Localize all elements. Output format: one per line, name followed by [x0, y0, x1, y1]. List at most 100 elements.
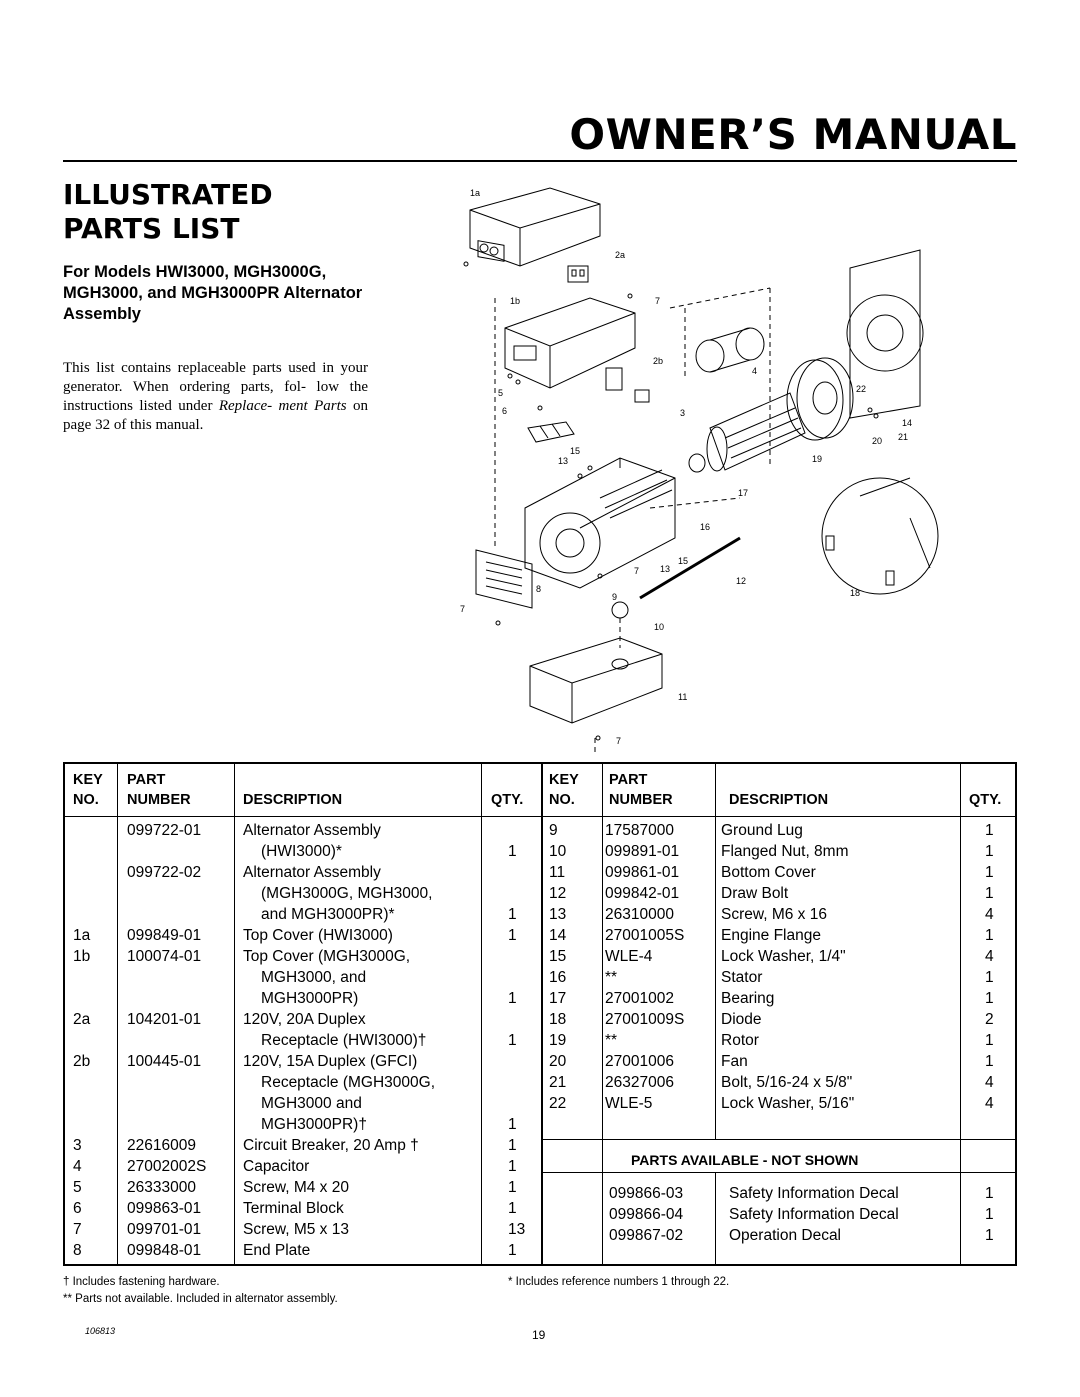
callout-17: 17 — [738, 488, 748, 498]
part-number: 27001006 — [605, 1053, 674, 1070]
part-description: Diode — [721, 1011, 762, 1028]
engine-flange-drawing — [846, 249, 924, 419]
section-title-line1: ILLUSTRATED — [63, 178, 273, 211]
part-description: Capacitor — [243, 1158, 310, 1175]
not-shown-title: PARTS AVAILABLE - NOT SHOWN — [631, 1152, 859, 1168]
key-number: 20 — [549, 1053, 567, 1070]
diode-detail-drawing — [821, 477, 939, 595]
key-number: 10 — [549, 843, 567, 860]
callout-7-top: 7 — [655, 296, 660, 306]
part-qty: 1 — [508, 927, 517, 944]
callout-19: 19 — [812, 454, 822, 464]
intro-text-emphasis: Replace- ment Parts — [218, 398, 347, 414]
part-description: Lock Washer, 1/4" — [721, 948, 846, 965]
part-qty: 1 — [508, 906, 517, 923]
callout-20: 20 — [872, 436, 882, 446]
assembly-lines — [494, 287, 771, 753]
part-qty: 1 — [508, 990, 517, 1007]
part-qty: 1 — [508, 1179, 517, 1196]
footnote-double-star: ** Parts not available. Included in alte… — [63, 1293, 338, 1305]
receptacle-2b-drawing — [605, 367, 650, 403]
key-number: 2b — [73, 1053, 91, 1070]
key-number: 22 — [549, 1095, 567, 1112]
part-description: 120V, 20A Duplex — [243, 1011, 366, 1028]
document-number: 106813 — [85, 1326, 116, 1336]
exploded-parts-diagram: 1a 2a 1b 7 2b 4 5 6 3 22 14 20 21 15 13 … — [440, 178, 960, 758]
footnote-dagger: † Includes fastening hardware. — [63, 1276, 220, 1288]
divider — [234, 764, 235, 1264]
fan-drawing — [786, 357, 854, 441]
bottom-cover-drawing — [529, 637, 663, 724]
key-number: 8 — [73, 1242, 82, 1259]
part-description: Screw, M4 x 20 — [243, 1179, 349, 1196]
part-qty: 4 — [985, 1095, 994, 1112]
part-description: Terminal Block — [243, 1200, 344, 1217]
part-number: 099866-03 — [609, 1185, 684, 1202]
part-description: Alternator Assembly — [243, 822, 381, 839]
part-description: Rotor — [721, 1032, 759, 1049]
key-number: 15 — [549, 948, 567, 965]
part-qty: 1 — [508, 1032, 517, 1049]
callout-7-mid: 7 — [634, 566, 639, 576]
divider-center — [541, 764, 543, 1264]
part-description: Screw, M6 x 16 — [721, 906, 827, 923]
callout-15-top: 15 — [570, 446, 580, 456]
part-number: 17587000 — [605, 822, 674, 839]
part-description: and MGH3000PR)* — [261, 906, 395, 923]
part-description: Ground Lug — [721, 822, 803, 839]
top-cover-1b-drawing — [504, 297, 636, 389]
part-description: Bearing — [721, 990, 775, 1007]
section-title-line2: PARTS LIST — [63, 212, 240, 245]
part-qty: 1 — [985, 885, 994, 902]
part-number: 099866-04 — [609, 1206, 684, 1223]
part-qty: 1 — [985, 969, 994, 986]
part-number: WLE-4 — [605, 948, 653, 965]
part-qty: 1 — [985, 1227, 994, 1244]
callout-1b: 1b — [510, 296, 520, 306]
part-description: Flanged Nut, 8mm — [721, 843, 849, 860]
part-description: MGH3000PR)† — [261, 1116, 367, 1133]
part-number: 100074-01 — [127, 948, 202, 965]
capacitor-drawing — [695, 327, 765, 373]
key-number: 7 — [73, 1221, 82, 1238]
part-number: 104201-01 — [127, 1011, 202, 1028]
part-qty: 1 — [985, 1185, 994, 1202]
part-description: 120V, 15A Duplex (GFCI) — [243, 1053, 418, 1070]
part-qty: 1 — [985, 1053, 994, 1070]
part-description: Safety Information Decal — [729, 1206, 899, 1223]
part-number: 27001009S — [605, 1011, 685, 1028]
key-number: 2a — [73, 1011, 91, 1028]
manual-title: OWNER’S MANUAL — [569, 110, 1017, 159]
part-number: 26327006 — [605, 1074, 674, 1091]
part-number: 099842-01 — [605, 885, 680, 902]
intro-paragraph: This list contains replaceable parts use… — [63, 359, 368, 435]
callout-7-left: 7 — [460, 604, 465, 614]
part-description: MGH3000, and — [261, 969, 367, 986]
part-number: 099701-01 — [127, 1221, 202, 1238]
key-number: 9 — [549, 822, 558, 839]
part-qty: 1 — [985, 1032, 994, 1049]
part-number: 099861-01 — [605, 864, 680, 881]
part-qty: 1 — [508, 1137, 517, 1154]
callout-5: 5 — [498, 388, 503, 398]
rotor-drawing — [688, 392, 806, 473]
part-number: WLE-5 — [605, 1095, 653, 1112]
part-qty: 2 — [985, 1011, 994, 1028]
part-qty: 4 — [985, 948, 994, 965]
part-qty: 1 — [985, 864, 994, 881]
callout-9: 9 — [612, 592, 617, 602]
part-number: 099722-01 — [127, 822, 202, 839]
header-description-right: DESCRIPTION — [729, 792, 829, 808]
part-qty: 1 — [985, 843, 994, 860]
part-qty: 1 — [985, 990, 994, 1007]
part-description: MGH3000 and — [261, 1095, 362, 1112]
callout-15-bottom: 15 — [678, 556, 688, 566]
key-number: 17 — [549, 990, 567, 1007]
key-number: 21 — [549, 1074, 567, 1091]
part-description: Top Cover (HWI3000) — [243, 927, 393, 944]
divider — [602, 764, 603, 1264]
callout-2b: 2b — [653, 356, 663, 366]
